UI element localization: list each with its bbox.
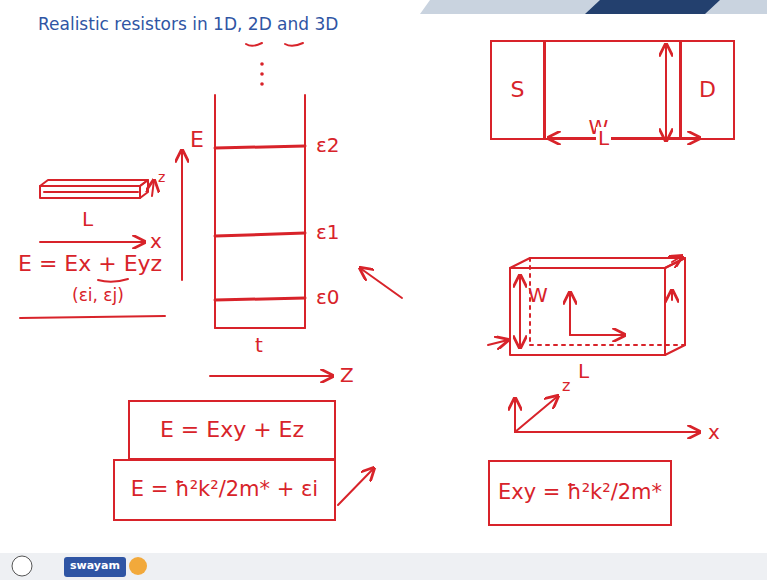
divider-line: [20, 316, 165, 318]
width-arrow: [665, 44, 667, 141]
energy-axis: [181, 150, 183, 280]
axis-label: x: [150, 230, 162, 252]
pointer-arrow: [360, 268, 402, 298]
equation-box: Exy = ħ²k²/2m*: [488, 460, 672, 526]
top-banner: [420, 0, 767, 14]
underline: [98, 279, 128, 282]
node-text: E = Exy + Ez: [160, 418, 304, 442]
underline: [246, 43, 262, 46]
slab-sketch: [40, 180, 154, 242]
level-label: ε1: [316, 221, 340, 243]
level-label: ε2: [316, 134, 340, 156]
thickness-label: t: [255, 334, 263, 356]
node-text: E = ħ²k²/2m* + εi: [131, 478, 318, 501]
source-box: S: [490, 40, 545, 140]
underline: [285, 43, 303, 46]
node-text: Exy = ħ²k²/2m*: [498, 481, 662, 504]
axis-label: z: [158, 170, 165, 185]
slide-title: Realistic resistors in 1D, 2D and 3D: [38, 14, 338, 34]
length-label: L: [596, 127, 611, 149]
axis-label: x: [708, 421, 720, 443]
continuation-dots: [260, 62, 264, 86]
length-label: L: [82, 208, 93, 230]
channel-box: W: [544, 40, 681, 140]
axis-label: E: [190, 128, 204, 152]
pointer-arrow: [338, 468, 374, 505]
block-3d: [488, 256, 685, 355]
node-text: D: [699, 78, 716, 102]
logo-text: swayam: [70, 560, 120, 572]
equation: E = Ex + Eyz: [18, 252, 162, 276]
drain-box: D: [680, 40, 735, 140]
footer-bar: [0, 553, 767, 580]
equation-box: E = Exy + Ez: [128, 400, 336, 460]
equation-box: E = ħ²k²/2m* + εi: [113, 459, 336, 521]
axis-label: Z: [340, 364, 354, 386]
length-label: L: [578, 360, 589, 382]
width-label: W: [528, 284, 548, 306]
node-text: S: [511, 78, 525, 102]
quantum-well: [210, 95, 333, 376]
level-label: ε0: [316, 286, 340, 308]
level-pair: (εi, εj): [72, 286, 124, 305]
coordinate-axes: [515, 396, 700, 432]
axis-label: z: [562, 377, 570, 395]
